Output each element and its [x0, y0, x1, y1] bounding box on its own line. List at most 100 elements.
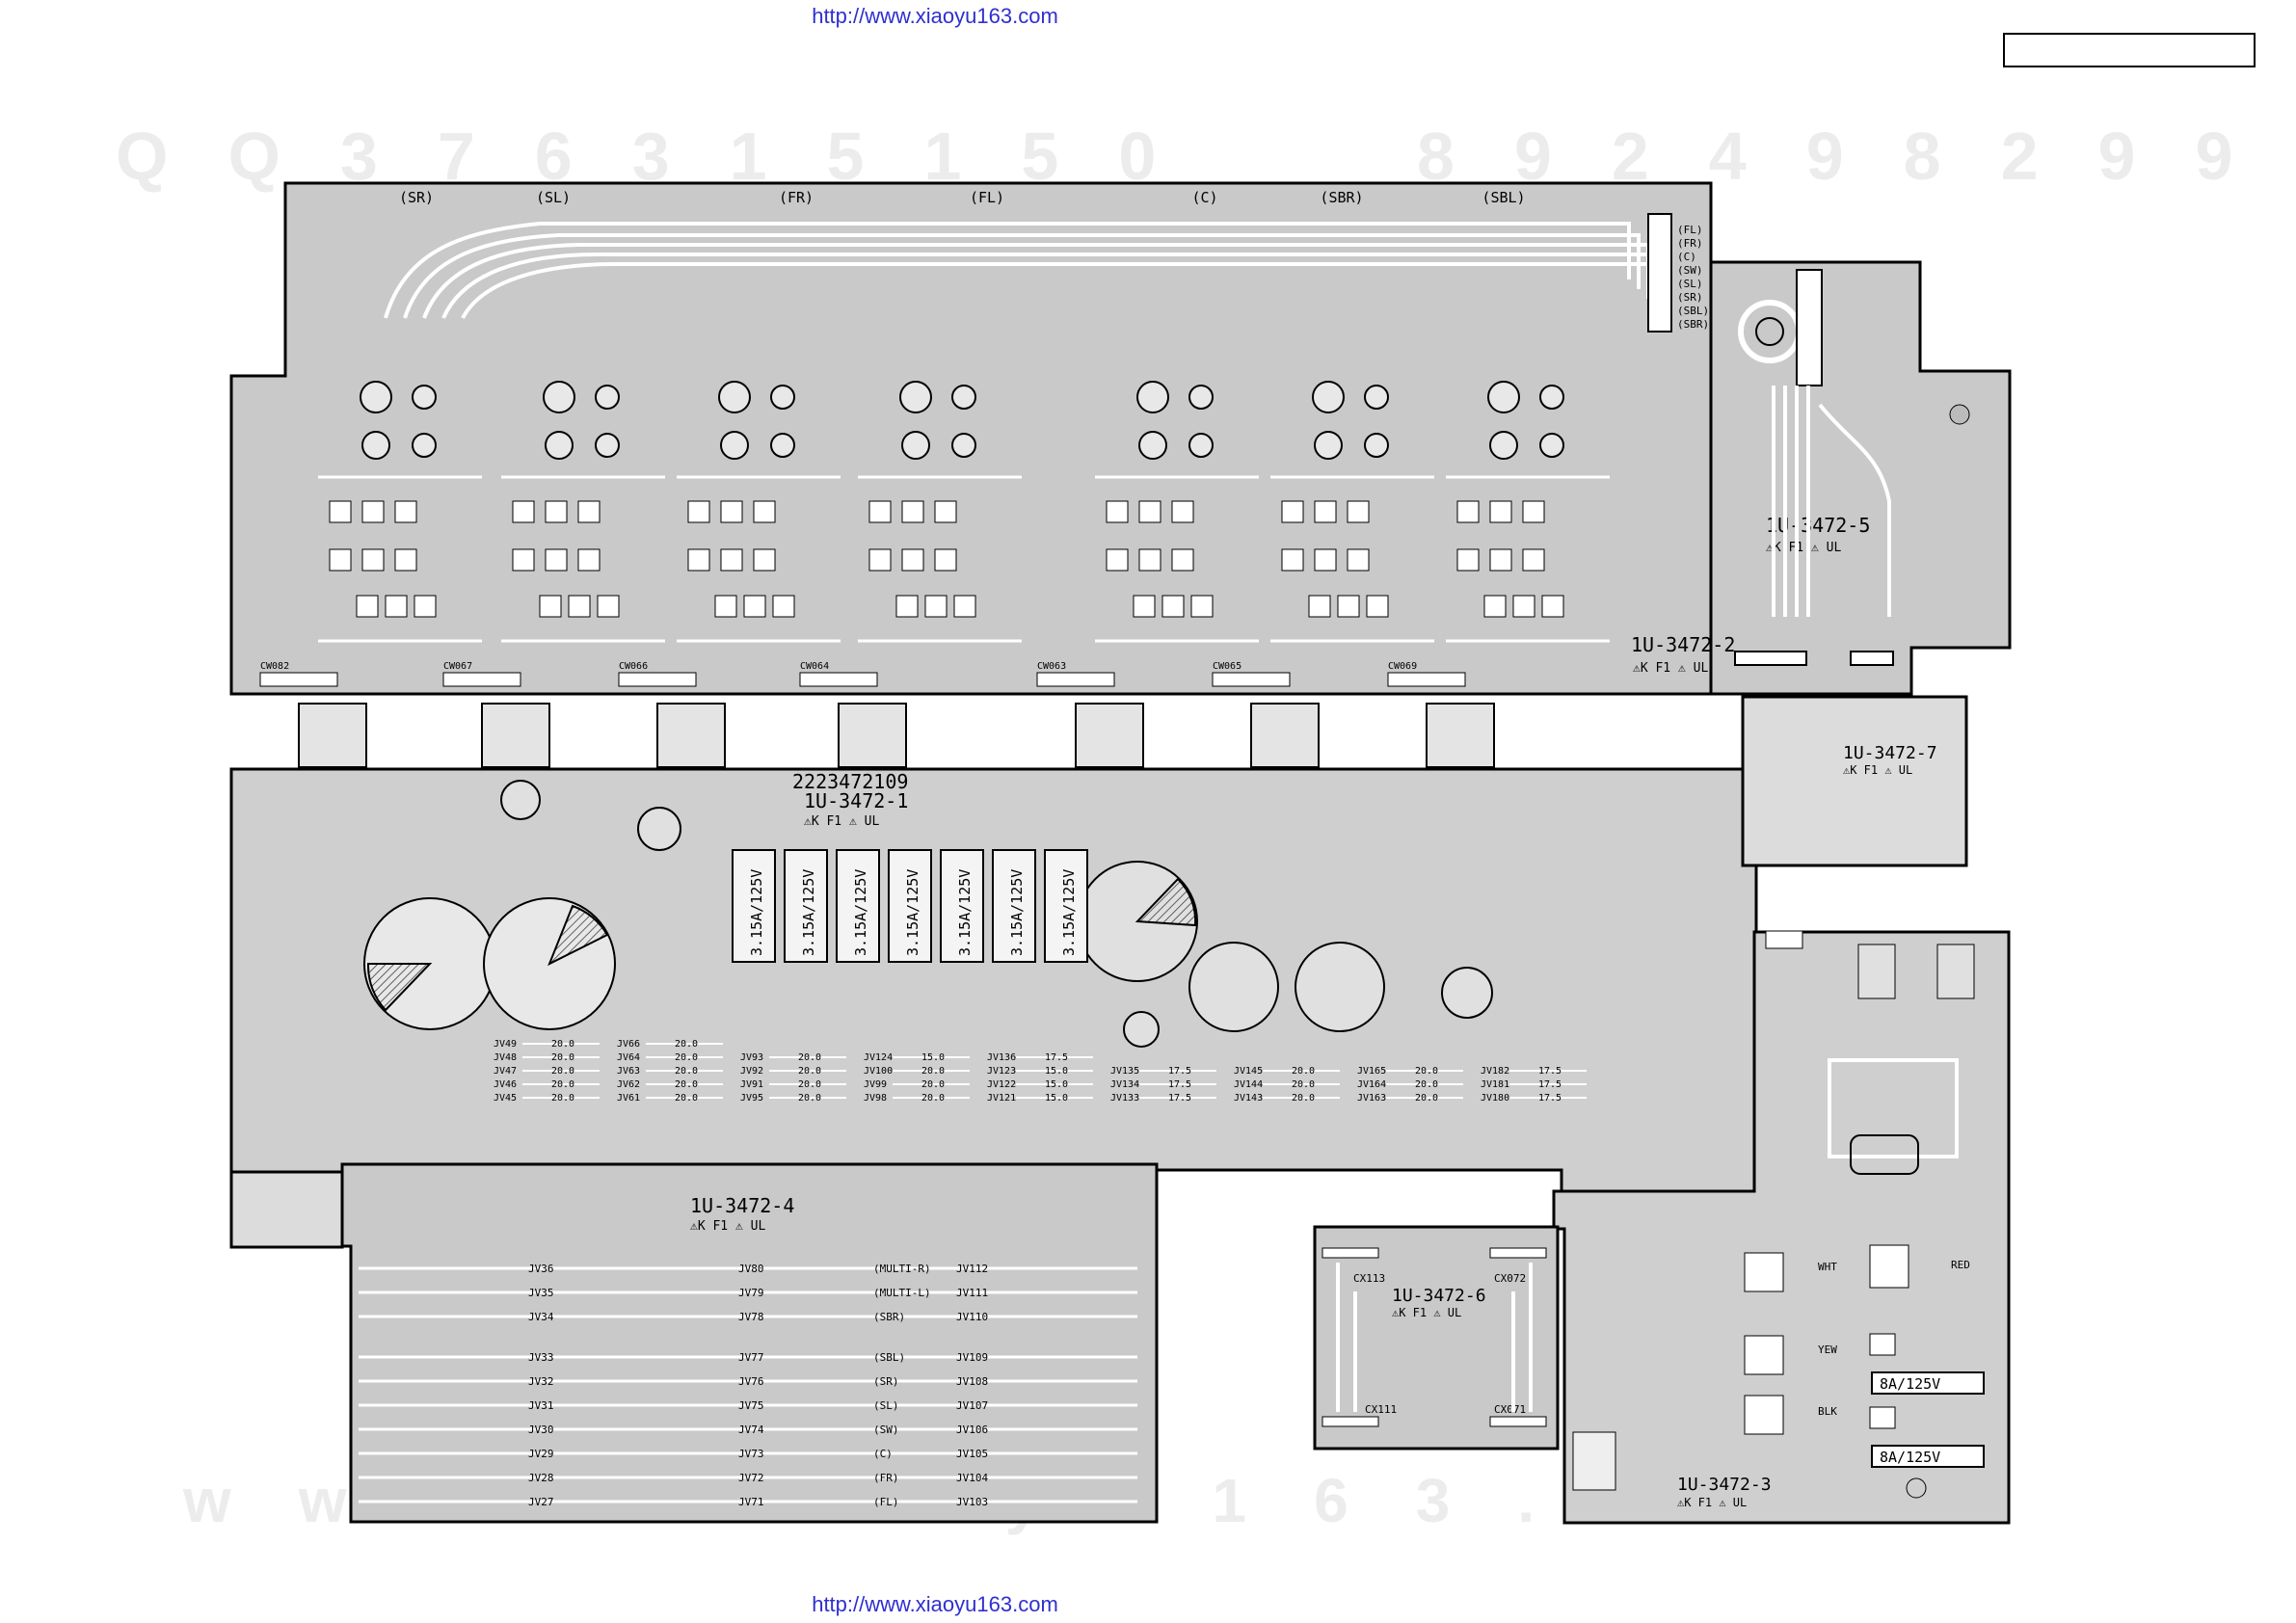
- part-number: 2223472109: [792, 770, 908, 793]
- transistor-icon: [1512, 595, 1535, 618]
- cap-icon: [1364, 433, 1389, 458]
- speaker-fuse: 8A/125V: [1880, 1375, 1940, 1393]
- conn-cx072: CX072: [1494, 1272, 1526, 1285]
- bus-label: JV34: [528, 1311, 554, 1323]
- board-marks-sub7: ⚠K F1 ⚠ UL: [1843, 763, 1912, 777]
- jumper-label: JV63: [617, 1066, 640, 1077]
- bus-label: JV35: [528, 1287, 554, 1299]
- bus-label: JV71: [738, 1496, 764, 1508]
- transistor-icon: [753, 500, 776, 523]
- transistor-icon: [545, 500, 568, 523]
- jumper-value: 17.5: [1538, 1093, 1562, 1104]
- transistor-icon: [901, 500, 924, 523]
- transistor-icon: [687, 548, 710, 572]
- jumper-label: JV47: [494, 1066, 517, 1077]
- connector-label: CW082: [260, 661, 289, 672]
- board-label-power: 1U-3472-1: [804, 789, 908, 812]
- amp-block: CW065: [1212, 381, 1434, 768]
- board-label-bus: 1U-3472-4: [690, 1194, 794, 1217]
- board-label-sub6: 1U-3472-6: [1392, 1286, 1486, 1306]
- transistor-icon: [512, 548, 535, 572]
- board-marks-speaker: ⚠K F1 ⚠ UL: [1677, 1496, 1747, 1509]
- cap-icon: [1539, 385, 1564, 410]
- jumper-value: 20.0: [1415, 1093, 1438, 1104]
- transistor-icon: [1347, 500, 1370, 523]
- relay-c525: [1850, 1134, 1919, 1175]
- jumper-label: JV180: [1481, 1093, 1509, 1104]
- board-marks-power: ⚠K F1 ⚠ UL: [804, 814, 879, 829]
- speaker-contents: WHT RED YEW BLK 8A/125V 8A/125V: [1572, 930, 1985, 1499]
- board-small-left: [229, 1170, 344, 1249]
- bus-label: JV75: [738, 1399, 764, 1412]
- cap-icon: [543, 381, 575, 413]
- bus-label: (SW): [873, 1423, 899, 1436]
- bus-label: JV106: [956, 1423, 988, 1436]
- transistor-icon: [1522, 500, 1545, 523]
- cap-icon: [595, 385, 620, 410]
- jumper-value: 20.0: [1415, 1079, 1438, 1090]
- bus-label: (SL): [873, 1399, 899, 1412]
- bus-label: JV108: [956, 1375, 988, 1388]
- wire-color: WHT: [1818, 1261, 1837, 1273]
- cap-icon: [720, 431, 749, 460]
- jumper-value: 15.0: [1045, 1079, 1068, 1090]
- fuse-label: 3.15A/125V: [852, 869, 869, 956]
- speaker-fuse: 8A/125V: [1880, 1449, 1940, 1466]
- footer-url[interactable]: http://www.xiaoyu163.com: [812, 1592, 1058, 1616]
- transistor-icon: [1456, 548, 1480, 572]
- transistor-icon: [743, 595, 766, 618]
- board-marks-bus: ⚠K F1 ⚠ UL: [690, 1219, 765, 1234]
- transistor-icon: [1489, 500, 1512, 523]
- bus-label: JV110: [956, 1311, 988, 1323]
- bus-label: JV79: [738, 1287, 764, 1299]
- conn-label: (SL): [1677, 278, 1703, 290]
- jumper-value: 20.0: [551, 1079, 574, 1090]
- jumper-label: JV93: [740, 1052, 763, 1063]
- bus-label: JV27: [528, 1496, 554, 1508]
- connector-label: CW065: [1213, 661, 1241, 672]
- transistor-icon: [545, 548, 568, 572]
- cap-c618: [1295, 942, 1385, 1032]
- bus-label: (FL): [873, 1496, 899, 1508]
- wire-color: YEW: [1818, 1344, 1837, 1356]
- jumper-value: 20.0: [675, 1079, 698, 1090]
- connector-cw-right: [1647, 213, 1672, 333]
- cap-c626: [637, 807, 681, 851]
- transistor-icon: [1171, 500, 1194, 523]
- board-bus-4: [340, 1162, 1159, 1524]
- jumper-value: 17.5: [1168, 1093, 1191, 1104]
- transistor-icon: [1522, 548, 1545, 572]
- jumper-label: JV163: [1357, 1093, 1386, 1104]
- connector-label: CW066: [619, 661, 648, 672]
- board-label-main: 1U-3472-2: [1631, 633, 1735, 656]
- cap-icon: [1364, 385, 1389, 410]
- jumper-label: JV133: [1110, 1093, 1139, 1104]
- bus-label: JV32: [528, 1375, 554, 1388]
- jumper-value: 17.5: [1538, 1066, 1562, 1077]
- watermark-number: 892498299: [1417, 119, 2293, 194]
- bus-label: JV103: [956, 1496, 988, 1508]
- bus-label: JV109: [956, 1351, 988, 1364]
- jumper-label: JV136: [987, 1052, 1016, 1063]
- transistor-icon: [385, 595, 408, 618]
- jumper-label: JV143: [1234, 1093, 1263, 1104]
- transistor-icon: [934, 500, 957, 523]
- bridge-connector: [656, 703, 726, 768]
- jumper-label: JV62: [617, 1079, 640, 1090]
- header-url[interactable]: http://www.xiaoyu163.com: [812, 4, 1058, 28]
- transistor-icon: [568, 595, 591, 618]
- transistor-icon: [714, 595, 737, 618]
- amp-block: CW069: [1387, 381, 1610, 768]
- bus-label: (MULTI-L): [873, 1287, 931, 1299]
- jumper-value: 20.0: [798, 1066, 821, 1077]
- power-caps: [363, 780, 1493, 1048]
- cap-icon: [1138, 431, 1167, 460]
- conn-cx111: CX111: [1365, 1403, 1397, 1416]
- fuse-f8: [1871, 1371, 1985, 1395]
- bridge-connector: [1426, 703, 1495, 768]
- transistor-icon: [394, 500, 417, 523]
- transistor-icon: [1308, 595, 1331, 618]
